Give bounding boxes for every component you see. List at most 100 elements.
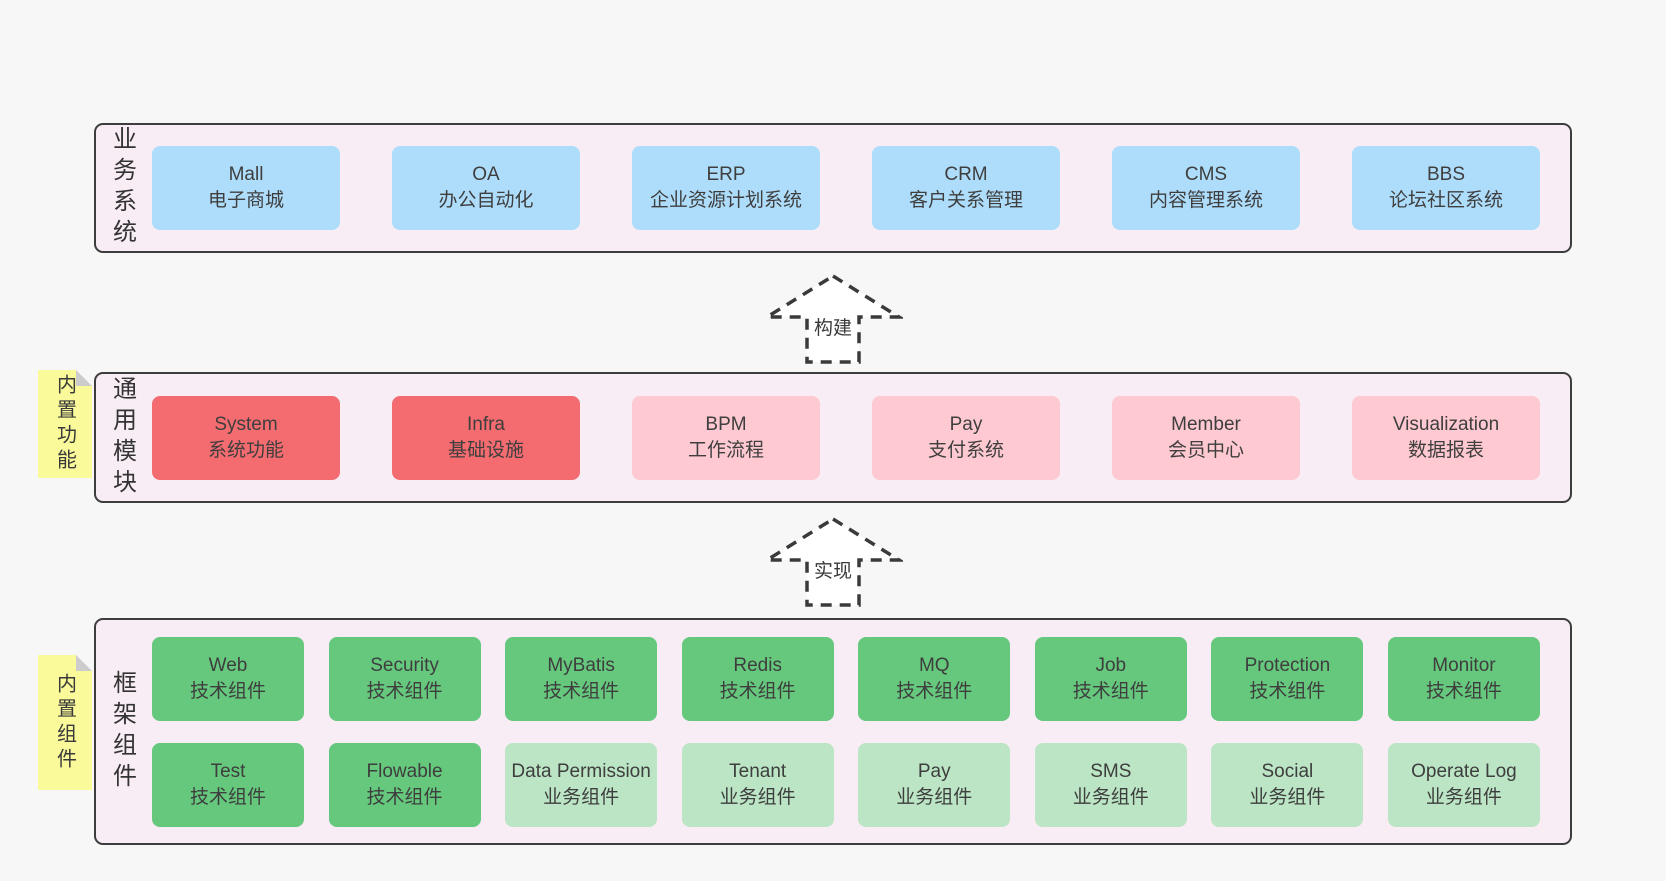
box-data-permission: Data Permission 业务组件	[505, 742, 658, 827]
box-oa: OA 办公自动化	[392, 146, 580, 230]
box-title: Member	[1171, 413, 1241, 435]
build-arrow: 构建	[763, 273, 903, 365]
up-arrow-icon	[763, 516, 903, 607]
box-title: Infra	[466, 413, 506, 435]
box-protection: Protection 技术组件	[1211, 636, 1364, 721]
note-label: 内置组件	[53, 672, 76, 773]
box-subtitle: 内容管理系统	[1148, 190, 1263, 211]
box-title: Web	[208, 654, 248, 676]
box-title: CMS	[1184, 164, 1228, 186]
box-title: Flowable	[366, 760, 443, 782]
box-visualization: Visualization 数据报表	[1352, 395, 1540, 480]
box-subtitle: 工作流程	[687, 439, 764, 461]
box-subtitle: 电子商城	[207, 190, 284, 211]
business-panel-label: 业务系统	[108, 126, 136, 250]
box-subtitle: 业务组件	[1249, 786, 1326, 808]
box-erp: ERP 企业资源计划系统	[632, 146, 820, 230]
note-label: 内置功能	[53, 374, 76, 474]
box-job: Job 技术组件	[1034, 636, 1187, 721]
business-box-row: Mall 电子商城 OA 办公自动化 ERP 企业资源计划系统 CRM 客户关系…	[148, 125, 1570, 251]
box-title: Redis	[733, 654, 782, 676]
box-title: Monitor	[1432, 654, 1496, 676]
box-subtitle: 客户关系管理	[908, 190, 1023, 211]
panel-common-modules: 通用模块 System 系统功能 Infra 基础设施 BPM 工作流程 Pay…	[94, 372, 1572, 503]
box-monitor: Monitor 技术组件	[1387, 636, 1540, 721]
box-subtitle: 论坛社区系统	[1388, 190, 1503, 211]
box-operate-log: Operate Log 业务组件	[1387, 742, 1540, 827]
box-member: Member 会员中心	[1112, 395, 1300, 480]
box-subtitle: 技术组件	[543, 680, 620, 702]
box-subtitle: 业务组件	[896, 786, 973, 808]
panel-framework-components: 框架组件 Web 技术组件 Security 技术组件 MyBatis 技术组件…	[94, 618, 1572, 845]
box-title: Test	[210, 760, 246, 782]
box-subtitle: 技术组件	[366, 786, 443, 808]
box-subtitle: 系统功能	[207, 439, 284, 461]
box-security: Security 技术组件	[328, 636, 481, 721]
box-subtitle: 办公自动化	[438, 190, 534, 211]
box-infra: Infra 基础设施	[392, 395, 580, 480]
panel-label-column: 业务系统	[96, 125, 148, 251]
box-title: Security	[370, 654, 439, 676]
box-subtitle: 技术组件	[719, 680, 796, 702]
box-title: ERP	[706, 164, 746, 186]
box-sms: SMS 业务组件	[1034, 742, 1187, 827]
box-title: Data Permission	[511, 760, 651, 782]
box-subtitle: 技术组件	[1425, 680, 1502, 702]
components-rows: Web 技术组件 Security 技术组件 MyBatis 技术组件 Redi…	[148, 620, 1570, 843]
box-mall: Mall 电子商城	[152, 146, 340, 230]
box-flowable: Flowable 技术组件	[328, 742, 481, 827]
box-subtitle: 会员中心	[1167, 439, 1244, 461]
box-title: CRM	[944, 164, 988, 186]
box-social: Social 业务组件	[1211, 742, 1364, 827]
panel-label-column: 框架组件	[96, 620, 148, 843]
panel-business-systems: 业务系统 Mall 电子商城 OA 办公自动化 ERP 企业资源计划系统 CRM…	[94, 123, 1572, 253]
box-bbs: BBS 论坛社区系统	[1352, 146, 1540, 230]
modules-panel-label: 通用模块	[108, 375, 136, 500]
box-subtitle: 数据报表	[1407, 439, 1484, 461]
box-title: Visualization	[1392, 413, 1500, 435]
box-system: System 系统功能	[152, 395, 340, 480]
box-subtitle: 技术组件	[189, 786, 266, 808]
box-subtitle: 技术组件	[1072, 680, 1149, 702]
box-title: Mall	[228, 164, 264, 186]
box-subtitle: 企业资源计划系统	[649, 190, 802, 211]
panel-label-column: 通用模块	[96, 374, 148, 501]
box-title: MyBatis	[547, 654, 615, 676]
box-title: Protection	[1244, 654, 1331, 676]
box-subtitle: 技术组件	[189, 680, 266, 702]
box-subtitle: 业务组件	[1425, 786, 1502, 808]
box-subtitle: 技术组件	[896, 680, 973, 702]
box-title: Pay	[949, 413, 983, 435]
box-title: OA	[472, 164, 500, 186]
box-subtitle: 业务组件	[1072, 786, 1149, 808]
box-subtitle: 业务组件	[543, 786, 620, 808]
box-cms: CMS 内容管理系统	[1112, 146, 1300, 230]
box-title: SMS	[1090, 760, 1132, 782]
up-arrow-icon	[763, 273, 903, 364]
implement-arrow: 实现	[763, 516, 903, 608]
box-test: Test 技术组件	[152, 742, 304, 827]
box-bpm: BPM 工作流程	[632, 395, 820, 480]
box-title: Operate Log	[1411, 760, 1517, 782]
box-mybatis: MyBatis 技术组件	[505, 636, 658, 721]
box-title: BBS	[1426, 164, 1466, 186]
implement-arrow-label: 实现	[813, 561, 853, 582]
components-row-1: Web 技术组件 Security 技术组件 MyBatis 技术组件 Redi…	[152, 636, 1540, 721]
box-subtitle: 技术组件	[1249, 680, 1326, 702]
box-title: MQ	[918, 654, 950, 676]
box-tenant: Tenant 业务组件	[681, 742, 834, 827]
box-pay-component: Pay 业务组件	[858, 742, 1011, 827]
box-web: Web 技术组件	[152, 636, 304, 721]
sticky-note-built-in-components: 内置组件	[38, 655, 92, 790]
box-title: Job	[1095, 654, 1127, 676]
box-subtitle: 支付系统	[927, 439, 1004, 461]
box-subtitle: 基础设施	[447, 439, 524, 461]
box-title: Pay	[917, 760, 951, 782]
box-subtitle: 技术组件	[366, 680, 443, 702]
box-title: BPM	[705, 413, 747, 435]
box-pay-module: Pay 支付系统	[872, 395, 1060, 480]
box-title: Tenant	[729, 760, 787, 782]
box-mq: MQ 技术组件	[858, 636, 1011, 721]
box-title: Social	[1261, 760, 1314, 782]
